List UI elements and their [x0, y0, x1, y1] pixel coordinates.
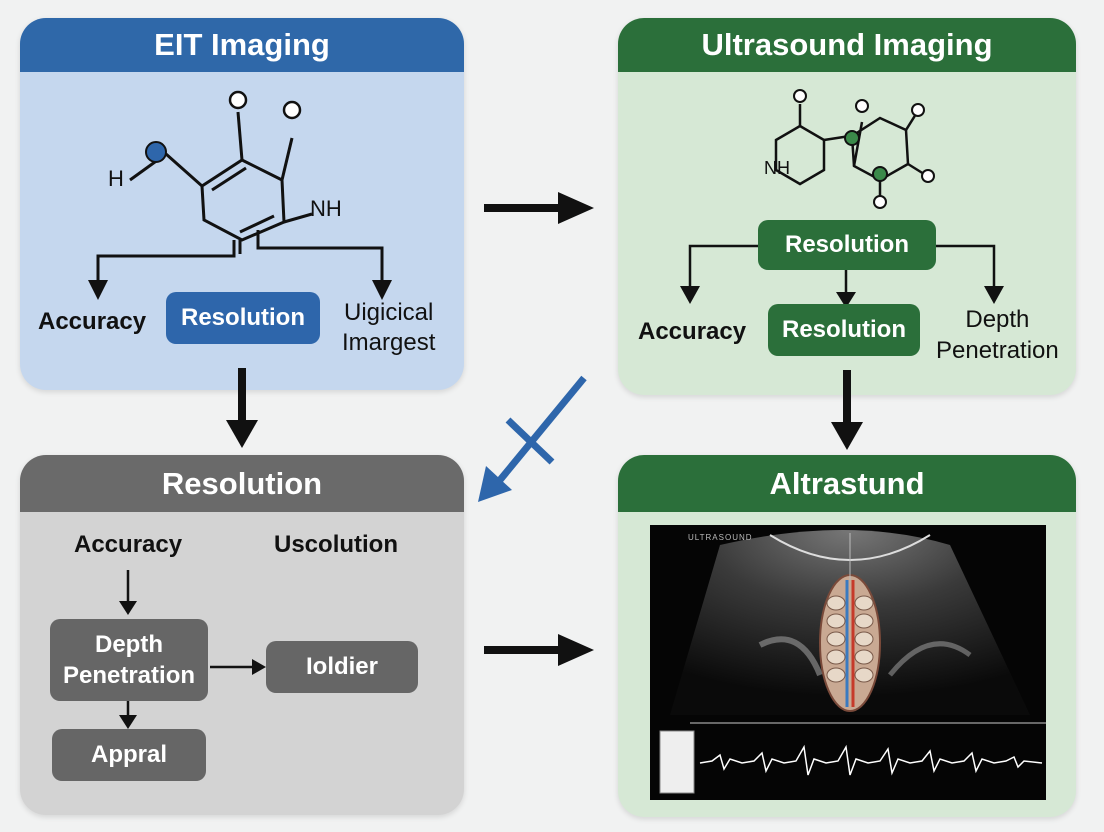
us-top-resolution-pill: Resolution: [758, 220, 936, 270]
res-arrowhead-2: [252, 659, 266, 675]
us-green-node-2: [872, 166, 888, 182]
us-waveform: [699, 744, 1043, 776]
ultrasound-scan-image: ULTRASOUND: [650, 525, 1046, 800]
us-resolution-pill: Resolution: [768, 304, 920, 356]
us-node-o1: [911, 103, 925, 117]
us-bond-o2: [907, 162, 925, 176]
res-arrowhead-3: [119, 715, 137, 729]
us-bond-o1: [904, 113, 918, 131]
arrow-eit-to-resolution-head: [226, 420, 258, 448]
us-tissue-streak-2: [888, 641, 972, 677]
eit-bond-nh: [283, 212, 313, 224]
eit-oxygen-node-1: [228, 90, 248, 110]
eit-ring: [200, 158, 286, 242]
us-branch-left: [688, 244, 758, 288]
us-tissue-streak-1: [758, 636, 823, 677]
us-node-o4: [855, 99, 869, 113]
res-accuracy-label: Accuracy: [74, 531, 183, 558]
res-ioldier-pill: Ioldier: [266, 641, 418, 693]
eit-h-label: H: [108, 166, 124, 191]
res-appral-pill: Appral: [52, 729, 206, 781]
eit-bond-o2: [280, 137, 294, 181]
eit-resolution-pill: Resolution: [166, 292, 320, 344]
us-accuracy-label: Accuracy: [638, 318, 747, 345]
eit-accuracy-label: Accuracy: [38, 308, 147, 335]
resolution-title: Resolution: [20, 455, 464, 512]
us-arrowhead-right: [984, 286, 1004, 304]
res-arrowhead-1: [119, 601, 137, 615]
us-nh-label: NH: [764, 158, 790, 178]
eit-double-bond-2: [239, 214, 275, 234]
us-thumbnail: [659, 730, 695, 794]
arrow-ultrasound-to-altrastund-head: [831, 422, 863, 450]
ultrasound-imaging-title: Ultrasound Imaging: [618, 18, 1076, 72]
eit-oxygen-node-2: [282, 100, 302, 120]
eit-bond-node: [165, 152, 203, 188]
resolution-panel: Resolution Accuracy Uscolution Depth Pen…: [20, 455, 464, 815]
us-depth-line2: Penetration: [936, 337, 1059, 365]
us-arrowhead-left: [680, 286, 700, 304]
altrastund-panel: Altrastund ULTRASOUND: [618, 455, 1076, 817]
us-organ-segments: [826, 595, 874, 683]
us-bond-o4: [852, 121, 864, 167]
us-green-node-1: [844, 130, 860, 146]
eit-branch-right: [256, 230, 384, 280]
eit-imaging-title: EIT Imaging: [20, 18, 464, 72]
eit-imaging-panel: EIT Imaging H NH Accuracy Resolution Uig…: [20, 18, 464, 390]
us-arrowhead-center: [836, 292, 856, 308]
us-node-o2: [921, 169, 935, 183]
eit-blue-node: [145, 141, 167, 163]
ultrasound-imaging-panel: Ultrasound Imaging NH Resolution Accurac…: [618, 18, 1076, 395]
us-depth-line1: Depth: [965, 306, 1030, 333]
res-depth-line2: Penetration: [62, 662, 196, 689]
arrow-resolution-to-altrastund-head: [558, 634, 594, 666]
us-node-top: [793, 89, 807, 103]
eit-molecule-diagram: [88, 90, 392, 300]
eit-side-label-line1: Uigicical: [344, 299, 434, 326]
us-screen-label: ULTRASOUND: [688, 533, 753, 542]
arrow-eit-to-ultrasound-head: [558, 192, 594, 224]
res-depth-pill: Depth Penetration: [50, 619, 208, 701]
cross-arrow-head: [478, 466, 512, 502]
eit-arrowhead-left: [88, 280, 108, 300]
ultrasound-scan-graphic: [659, 530, 1046, 794]
eit-branch-left: [96, 240, 236, 280]
us-branch-right: [936, 244, 996, 288]
us-node-o3: [873, 195, 887, 209]
cross-arrow-shaft: [497, 375, 587, 483]
ultrasound-molecule-diagram: [680, 89, 1004, 308]
altrastund-title: Altrastund: [618, 455, 1076, 512]
us-depth-label: Depth Penetration: [936, 304, 1059, 366]
resolution-flow-arrows: [119, 570, 266, 729]
eit-side-label-line2: Imargest: [342, 329, 436, 356]
eit-double-bond: [211, 166, 247, 192]
eit-bond-o1: [236, 111, 244, 161]
res-uscolution-label: Uscolution: [274, 531, 398, 558]
res-depth-line1: Depth: [95, 630, 163, 658]
eit-arrowhead-right: [372, 280, 392, 300]
eit-nh-label: NH: [310, 196, 342, 221]
cross-arrow-bar: [505, 417, 555, 465]
eit-side-label: Uigicical Imargest: [342, 298, 435, 358]
